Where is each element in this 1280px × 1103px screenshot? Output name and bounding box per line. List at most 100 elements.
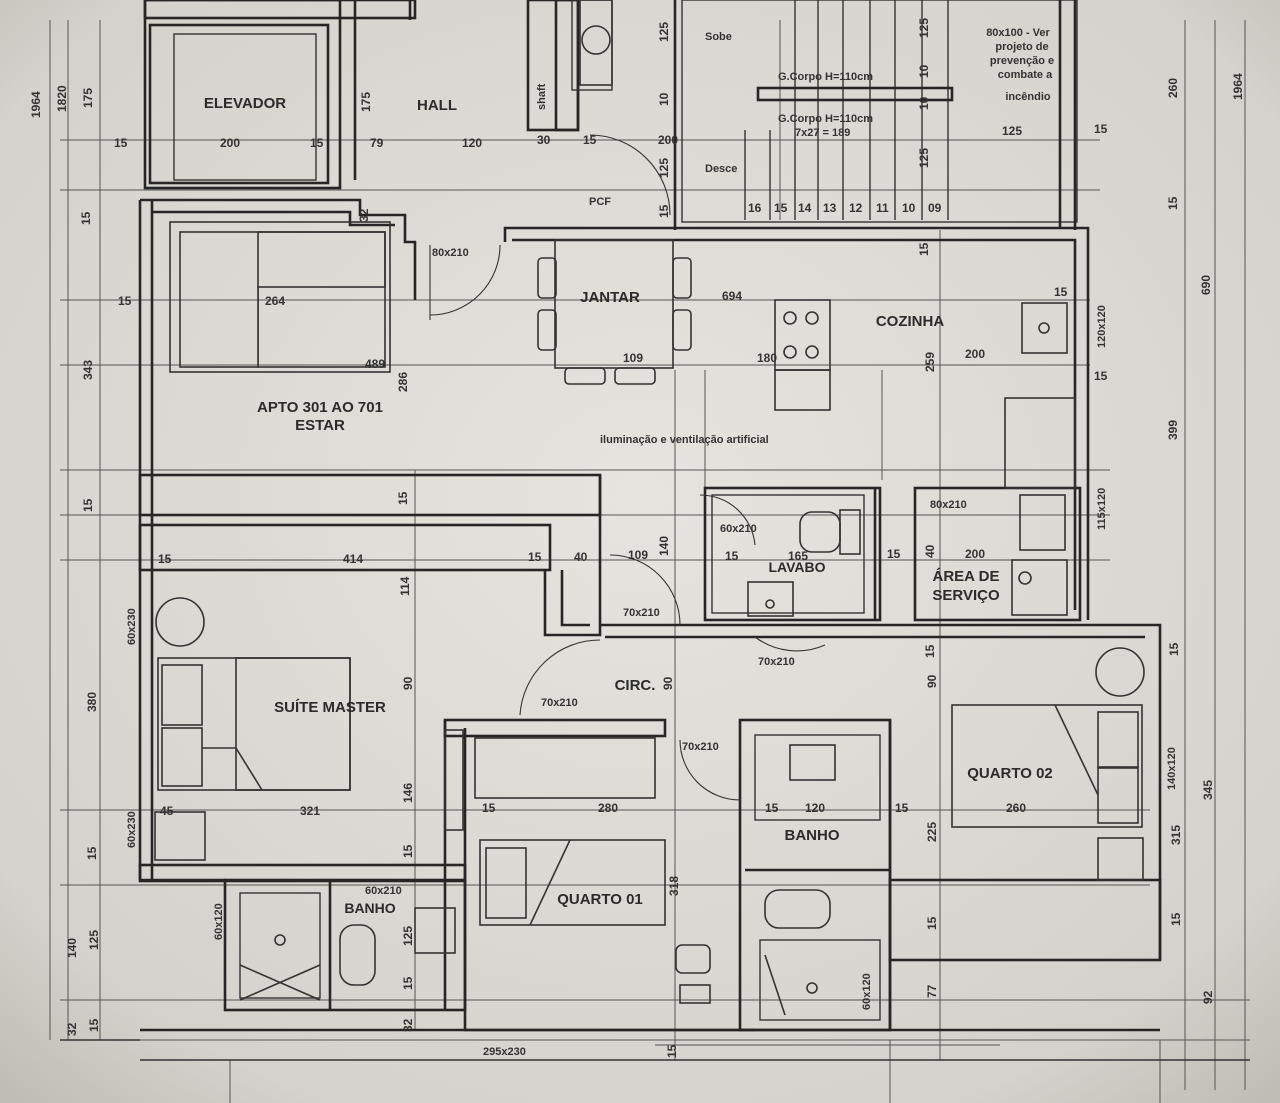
note-prev-4: combate a bbox=[998, 69, 1053, 81]
quarto02-bed bbox=[951, 647, 1145, 881]
dim: 92 bbox=[1201, 990, 1215, 1004]
opening-115x120: 115x120 bbox=[1096, 488, 1108, 530]
room-banho-2: BANHO bbox=[785, 827, 840, 844]
dim: 109 bbox=[628, 548, 648, 562]
dim: 165 bbox=[788, 549, 808, 563]
room-area-servico-2: SERVIÇO bbox=[932, 587, 1000, 604]
dim: 259 bbox=[923, 352, 937, 372]
dim: 10 bbox=[917, 96, 931, 110]
room-area-servico-1: ÁREA DE bbox=[933, 568, 1000, 585]
note-prev-3: prevenção e bbox=[990, 55, 1054, 67]
dim: 380 bbox=[85, 692, 99, 712]
dim: 15 bbox=[528, 550, 542, 564]
dim: 180 bbox=[757, 351, 777, 365]
dim: 90 bbox=[661, 676, 675, 690]
dim: 125 bbox=[657, 158, 671, 178]
opening-70x210-a: 70x210 bbox=[623, 607, 660, 619]
dim: 15 bbox=[158, 552, 172, 566]
note-prev-2: projeto de bbox=[995, 41, 1048, 53]
note-desce: Desce bbox=[705, 163, 737, 175]
dim: 264 bbox=[265, 294, 285, 308]
dim: 79 bbox=[370, 136, 384, 150]
note-pcf: PCF bbox=[589, 196, 611, 208]
room-quarto-02: QUARTO 02 bbox=[967, 765, 1053, 782]
dim: 114 bbox=[398, 576, 412, 596]
banho2-fixtures bbox=[764, 744, 836, 1016]
room-cozinha: COZINHA bbox=[876, 313, 944, 330]
dim: 15 bbox=[81, 498, 95, 512]
dim: 32 bbox=[401, 1018, 415, 1032]
washing-machine bbox=[1011, 559, 1068, 616]
dim: 15 bbox=[85, 846, 99, 860]
dim: 45 bbox=[160, 804, 174, 818]
cooktop bbox=[774, 299, 831, 411]
room-elevador: ELEVADOR bbox=[204, 95, 286, 112]
dim: 90 bbox=[401, 676, 415, 690]
dim: 15 bbox=[87, 1018, 101, 1032]
suite-bed bbox=[154, 597, 351, 861]
dim: 14 bbox=[798, 201, 812, 215]
room-quarto-01: QUARTO 01 bbox=[557, 891, 643, 908]
dim: 40 bbox=[574, 550, 588, 564]
dim: 15 bbox=[665, 1044, 679, 1058]
room-labels: ELEVADOR HALL JANTAR COZINHA APTO 301 AO… bbox=[204, 95, 1053, 916]
dim: 15 bbox=[725, 549, 739, 563]
dim: 77 bbox=[925, 984, 939, 998]
opening-140x120: 140x120 bbox=[1166, 747, 1178, 790]
dim: 15 bbox=[118, 294, 132, 308]
dim: 15 bbox=[887, 547, 901, 561]
dim: 175 bbox=[359, 92, 373, 112]
dim: 15 bbox=[925, 916, 939, 930]
dim: 140 bbox=[65, 938, 79, 958]
dim: 260 bbox=[1166, 78, 1180, 98]
room-lavabo: LAVABO bbox=[768, 559, 825, 575]
note-prev-5: incêndio bbox=[1005, 91, 1051, 103]
dim: 489 bbox=[365, 357, 385, 371]
dim: 15 bbox=[895, 801, 909, 815]
dim: 1964 bbox=[29, 91, 43, 118]
opening-60x230-b: 60x230 bbox=[126, 811, 138, 848]
dim: 125 bbox=[401, 926, 415, 946]
dim: 15 bbox=[1094, 369, 1108, 383]
opening-labels: 80x210 80x210 60x210 70x210 70x210 70x21… bbox=[126, 247, 1178, 1058]
note-shaft: shaft bbox=[536, 83, 548, 110]
dim: 15 bbox=[114, 136, 128, 150]
dim: 120 bbox=[462, 136, 482, 150]
furniture bbox=[154, 0, 1145, 1016]
room-estar: ESTAR bbox=[295, 417, 345, 434]
dim: 16 bbox=[748, 201, 762, 215]
dim: 40 bbox=[923, 544, 937, 558]
dim: 200 bbox=[658, 133, 678, 147]
dim: 175 bbox=[81, 88, 95, 108]
dim: 200 bbox=[965, 547, 985, 561]
laundry-tank bbox=[1019, 494, 1066, 551]
dim: 15 bbox=[923, 644, 937, 658]
dim: 125 bbox=[657, 22, 671, 42]
opening-70x210-d: 70x210 bbox=[682, 741, 719, 753]
dim: 690 bbox=[1199, 275, 1213, 295]
dim: 200 bbox=[965, 347, 985, 361]
desk-chair bbox=[675, 944, 711, 1004]
dim: 125 bbox=[87, 930, 101, 950]
dim: 15 bbox=[765, 801, 779, 815]
sofa bbox=[169, 221, 391, 373]
wheelchair-icon bbox=[579, 0, 613, 86]
lavabo-fixtures bbox=[747, 509, 861, 617]
dining-table bbox=[537, 239, 692, 385]
dim: 09 bbox=[928, 201, 942, 215]
dim: 32 bbox=[357, 208, 371, 222]
dim: 125 bbox=[1002, 124, 1022, 138]
dim: 15 bbox=[1094, 122, 1108, 136]
dim: 260 bbox=[1006, 801, 1026, 815]
opening-120x120: 120x120 bbox=[1096, 305, 1108, 348]
dim: 30 bbox=[537, 133, 551, 147]
dim: 12 bbox=[849, 201, 863, 215]
dim: 399 bbox=[1166, 420, 1180, 440]
dim: 286 bbox=[396, 372, 410, 392]
dim: 11 bbox=[876, 201, 889, 215]
opening-60x230-a: 60x230 bbox=[126, 608, 138, 645]
opening-295x230: 295x230 bbox=[483, 1046, 526, 1058]
dim: 15 bbox=[1169, 912, 1183, 926]
door-swings bbox=[429, 134, 826, 801]
